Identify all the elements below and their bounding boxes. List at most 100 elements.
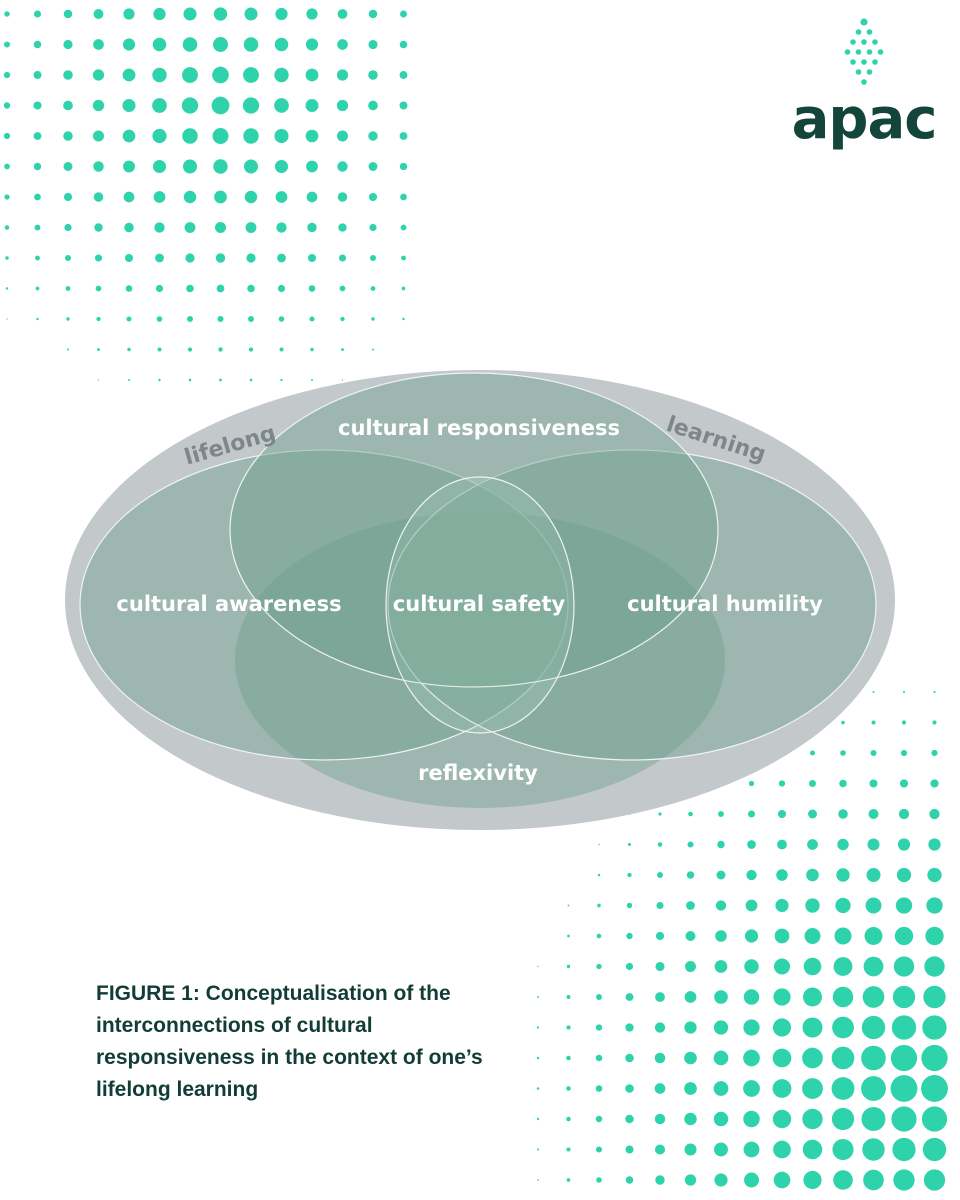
halftone-dot bbox=[896, 867, 912, 883]
halftone-dot bbox=[777, 809, 787, 819]
halftone-dot bbox=[337, 192, 348, 202]
figure-caption: FIGURE 1: Conceptualisation of the inter… bbox=[96, 982, 483, 1101]
halftone-dot bbox=[183, 7, 197, 21]
halftone-dot bbox=[927, 867, 942, 883]
halftone-dot bbox=[97, 379, 100, 381]
halftone-dot bbox=[773, 1140, 791, 1159]
halftone-dot bbox=[776, 869, 788, 881]
halftone-dot bbox=[213, 37, 228, 52]
halftone-dot bbox=[124, 222, 134, 233]
halftone-dot bbox=[892, 1137, 916, 1162]
logo-dot bbox=[855, 69, 862, 75]
halftone-dot bbox=[922, 1137, 947, 1162]
halftone-dot bbox=[929, 808, 940, 820]
halftone-dot bbox=[63, 131, 73, 141]
halftone-dot bbox=[279, 347, 284, 352]
halftone-dot bbox=[717, 840, 725, 849]
halftone-dot bbox=[686, 901, 695, 910]
halftone-dot bbox=[807, 839, 818, 850]
halftone-dot bbox=[862, 1138, 885, 1161]
logo-dot bbox=[850, 39, 856, 45]
halftone-dot bbox=[833, 957, 853, 976]
halftone-dot bbox=[280, 378, 283, 382]
halftone-dot bbox=[808, 809, 817, 819]
halftone-dot bbox=[337, 9, 348, 19]
halftone-dot bbox=[274, 128, 289, 144]
halftone-dot bbox=[152, 67, 167, 83]
halftone-dot bbox=[122, 68, 136, 82]
halftone-dots-top-left bbox=[3, 7, 408, 382]
halftone-dot bbox=[186, 284, 194, 293]
halftone-dot bbox=[63, 192, 73, 202]
logo-dot bbox=[850, 59, 856, 65]
halftone-dot bbox=[128, 379, 130, 381]
halftone-dot bbox=[307, 222, 317, 233]
halftone-dot bbox=[63, 9, 73, 19]
halftone-dot bbox=[218, 347, 223, 352]
halftone-dot bbox=[774, 928, 790, 944]
halftone-dot bbox=[94, 223, 103, 232]
logo-dot-mark-icon bbox=[844, 18, 884, 85]
halftone-dot bbox=[34, 224, 41, 231]
cultural-humility-label: cultural humility bbox=[627, 592, 823, 616]
halftone-dot bbox=[309, 316, 315, 322]
halftone-dot bbox=[182, 159, 198, 174]
halftone-dot bbox=[713, 1050, 729, 1066]
halftone-dot bbox=[4, 163, 10, 170]
halftone-dot bbox=[338, 254, 347, 262]
halftone-dot bbox=[714, 960, 728, 973]
halftone-dot bbox=[743, 1141, 760, 1158]
halftone-dot bbox=[336, 69, 349, 81]
halftone-dot bbox=[597, 873, 601, 877]
halftone-dot bbox=[900, 749, 908, 757]
halftone-dot bbox=[870, 750, 877, 756]
halftone-dot bbox=[306, 191, 318, 203]
halftone-dot bbox=[684, 1112, 697, 1126]
halftone-dot bbox=[182, 67, 198, 83]
halftone-dot bbox=[368, 100, 378, 111]
halftone-dot bbox=[566, 1178, 571, 1182]
halftone-dot bbox=[716, 870, 726, 880]
halftone-dot bbox=[802, 1017, 823, 1038]
logo-dot bbox=[872, 39, 878, 45]
halftone-dot bbox=[715, 900, 727, 911]
halftone-dot bbox=[305, 99, 319, 112]
halftone-dot bbox=[182, 37, 198, 52]
halftone-dot bbox=[95, 285, 102, 292]
halftone-dot bbox=[215, 253, 226, 263]
halftone-dot bbox=[625, 1084, 634, 1093]
halftone-dot bbox=[274, 37, 289, 52]
halftone-dot bbox=[182, 128, 198, 144]
halftone-dot bbox=[399, 40, 408, 49]
halftone-dot bbox=[596, 963, 602, 970]
halftone-dot bbox=[157, 347, 162, 352]
halftone-dot bbox=[399, 162, 408, 171]
halftone-dot bbox=[183, 190, 197, 204]
halftone-dot bbox=[275, 191, 288, 203]
halftone-dot bbox=[35, 255, 40, 261]
logo-dot bbox=[872, 59, 878, 65]
responsiveness-circle bbox=[229, 372, 719, 688]
halftone-dot bbox=[897, 838, 911, 851]
halftone-dot bbox=[566, 964, 571, 969]
halftone-dot bbox=[802, 1078, 823, 1099]
halftone-dot bbox=[802, 1047, 823, 1069]
halftone-dot bbox=[714, 1173, 728, 1187]
halftone-dot bbox=[371, 348, 375, 351]
halftone-dot bbox=[685, 931, 696, 941]
halftone-dot bbox=[219, 378, 222, 382]
halftone-dot bbox=[901, 720, 907, 725]
halftone-dot bbox=[654, 1113, 666, 1125]
halftone-dot bbox=[868, 809, 879, 819]
halftone-dot bbox=[401, 255, 406, 261]
halftone-dot bbox=[566, 1086, 571, 1091]
halftone-dot bbox=[243, 37, 259, 52]
halftone-dot bbox=[839, 779, 847, 788]
halftone-dot bbox=[537, 965, 539, 968]
halftone-dot bbox=[274, 67, 289, 83]
halftone-dot bbox=[153, 191, 166, 203]
halftone-dot bbox=[834, 927, 852, 945]
halftone-dot bbox=[626, 902, 633, 909]
halftone-dot bbox=[93, 39, 104, 50]
halftone-dot bbox=[187, 316, 193, 322]
